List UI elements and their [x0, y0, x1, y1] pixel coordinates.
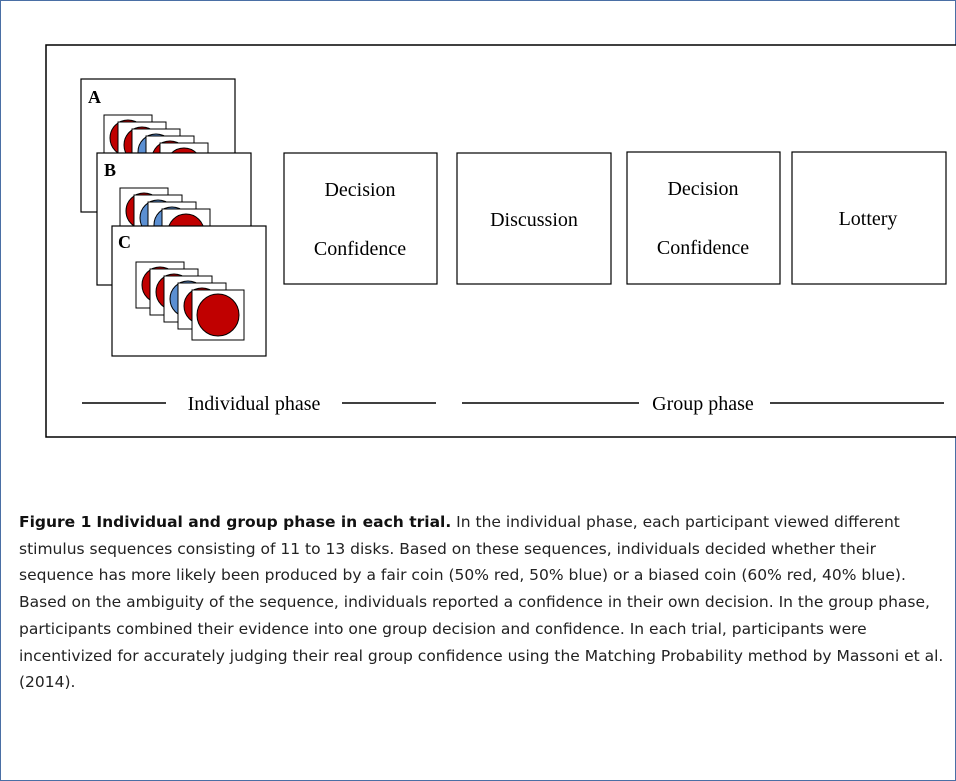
stage-lottery: Lottery [791, 151, 947, 285]
individual-phase-label: Individual phase [188, 393, 321, 415]
caption-body: In the individual phase, each participan… [19, 513, 944, 692]
panel-c-disks [135, 261, 245, 341]
caption-title: Individual and group phase in each trial… [96, 513, 452, 531]
panel-c: C [111, 225, 267, 357]
stage-3-line-1: Decision [667, 178, 738, 200]
figure-caption: Figure 1 Individual and group phase in e… [19, 509, 947, 696]
panel-b-letter: B [104, 160, 116, 180]
group-phase-label-group: Group phase [462, 393, 944, 415]
stage-1-line-2: Confidence [314, 238, 406, 260]
panel-a-letter: A [88, 87, 101, 107]
page-frame-left [0, 0, 1, 781]
trial-figure: A B C Decision [45, 44, 956, 438]
stage-discussion: Discussion [456, 152, 612, 285]
stage-4-line-1: Lottery [839, 208, 898, 230]
stage-1-line-1: Decision [324, 179, 395, 201]
stage-3-line-2: Confidence [657, 237, 749, 259]
panel-c-letter: C [118, 232, 131, 252]
page-frame-top [0, 0, 956, 1]
stage-2-line-1: Discussion [490, 209, 578, 231]
stage-decision-confidence-individual: Decision Confidence [283, 152, 438, 285]
group-phase-label: Group phase [652, 393, 754, 415]
individual-phase-label-group: Individual phase [82, 393, 436, 415]
stage-decision-confidence-group: Decision Confidence [626, 151, 781, 285]
caption-label: Figure 1 [19, 513, 92, 531]
